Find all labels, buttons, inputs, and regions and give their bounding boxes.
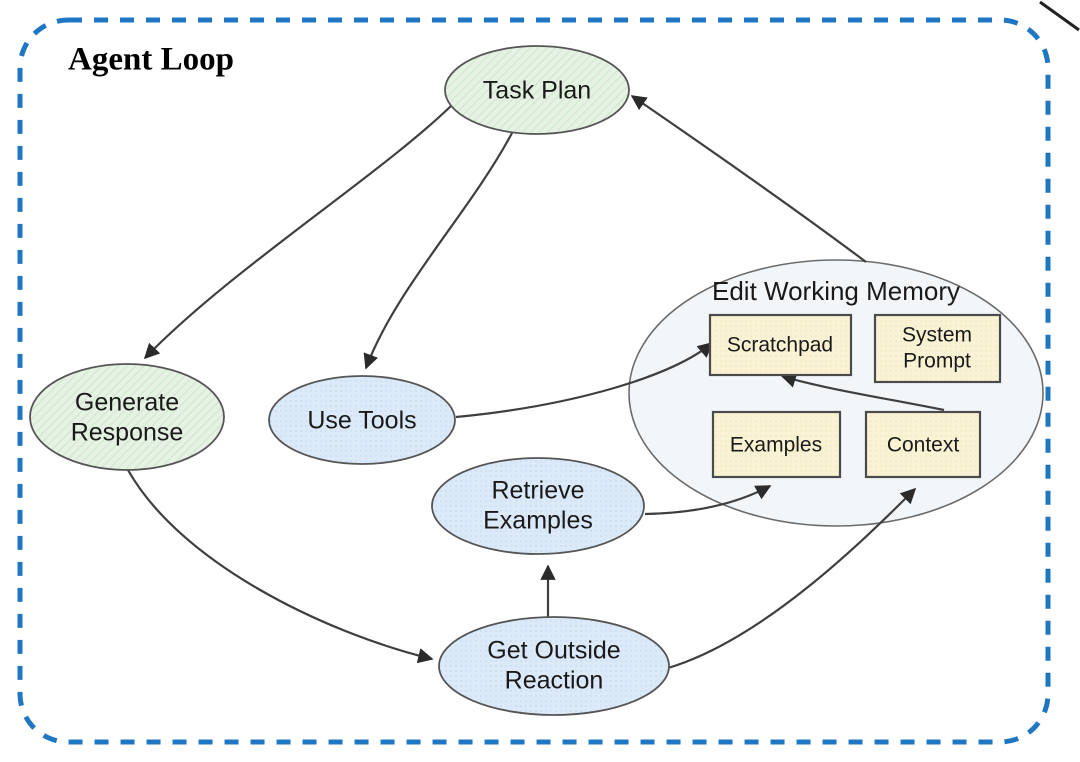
- node-generate-response[interactable]: Generate Response: [29, 363, 225, 471]
- edge-context-to-scratchpad: [780, 372, 945, 412]
- retrieve-examples-label-line1: Retrieve: [491, 477, 584, 505]
- scratchpad-label: Scratchpad: [727, 334, 833, 357]
- use-tools-label: Use Tools: [307, 407, 416, 435]
- get-outside-reaction-ellipse[interactable]: [438, 616, 670, 716]
- task-plan-label: Task Plan: [483, 77, 591, 105]
- context-box[interactable]: [864, 410, 982, 479]
- edge-memory-to-task-plan: [630, 95, 867, 263]
- retrieve-examples-label-line2: Examples: [483, 507, 593, 535]
- frame-title: Agent Loop: [68, 42, 234, 78]
- system-prompt-box[interactable]: [873, 313, 1002, 384]
- get-outside-reaction-label-line1: Get Outside: [487, 637, 620, 665]
- context-label: Context: [887, 434, 960, 457]
- node-get-outside-reaction[interactable]: Get Outside Reaction: [438, 616, 670, 716]
- examples-box[interactable]: [711, 410, 842, 479]
- edge-generate-response-to-get-outside-reaction: [127, 469, 434, 664]
- node-task-plan[interactable]: Task Plan: [444, 45, 630, 135]
- task-plan-ellipse[interactable]: [444, 45, 630, 135]
- examples-label: Examples: [730, 434, 822, 457]
- memory-box-scratchpad[interactable]: Scratchpad: [708, 313, 853, 377]
- system-prompt-label-line2: Prompt: [903, 350, 971, 373]
- retrieve-examples-ellipse[interactable]: [431, 457, 645, 555]
- memory-box-system-prompt[interactable]: System Prompt: [873, 313, 1002, 384]
- node-retrieve-examples[interactable]: Retrieve Examples: [431, 457, 645, 555]
- use-tools-ellipse[interactable]: [268, 375, 456, 465]
- agent-loop-frame: [17, 17, 1051, 745]
- edge-task-plan-to-generate-response: [143, 104, 453, 360]
- edge-layer: [127, 95, 945, 670]
- edge-retrieve-examples-to-examples: [644, 485, 772, 516]
- group-edit-working-memory: Edit Working Memory: [628, 259, 1044, 527]
- edge-get-outside-reaction-to-context: [667, 487, 917, 670]
- system-prompt-label-line1: System: [902, 324, 972, 347]
- outer-frame-corner: [1039, 0, 1080, 32]
- node-use-tools[interactable]: Use Tools: [268, 375, 456, 465]
- generate-response-label-line1: Generate: [75, 389, 179, 417]
- memory-box-examples[interactable]: Examples: [711, 410, 842, 479]
- scratchpad-box[interactable]: [708, 313, 853, 377]
- edge-use-tools-to-scratchpad: [455, 341, 714, 419]
- memory-box-context[interactable]: Context: [864, 410, 982, 479]
- edge-task-plan-to-use-tools: [363, 132, 513, 370]
- generate-response-ellipse[interactable]: [29, 363, 225, 471]
- generate-response-label-line2: Response: [71, 419, 184, 447]
- edit-working-memory-label: Edit Working Memory: [712, 276, 960, 306]
- get-outside-reaction-label-line2: Reaction: [505, 667, 604, 695]
